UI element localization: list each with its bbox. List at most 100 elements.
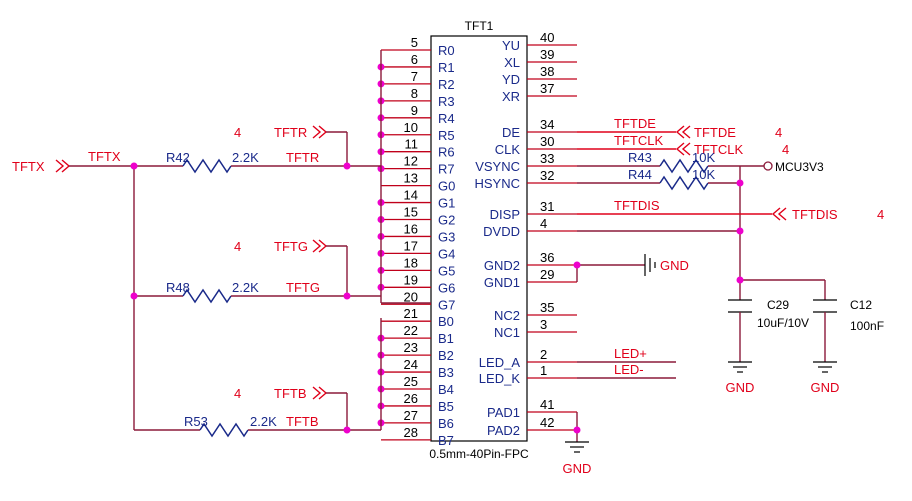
right-pin-number: 4 <box>540 216 547 231</box>
left-pin-number: 6 <box>411 52 418 67</box>
tftdis-chevron-2 <box>777 207 787 221</box>
junction-tftg <box>343 292 351 300</box>
tftr-sheet-ref: 4 <box>234 125 241 140</box>
left-pin-number: 16 <box>404 221 418 236</box>
left-pin-name: G3 <box>438 229 455 244</box>
left-pin-number: 11 <box>405 137 419 152</box>
left-pin-group: 5R06R17R28R39R410R511R612R713G014G115G21… <box>377 35 455 448</box>
left-pin-name: R1 <box>438 60 455 75</box>
right-pin-number: 42 <box>540 415 554 430</box>
tftde-sheet-ref: 4 <box>775 125 782 140</box>
r48-value: 2.2K <box>232 280 259 295</box>
left-pin-number: 15 <box>404 205 418 220</box>
left-pin-name: B7 <box>438 433 454 448</box>
r43-resistor <box>659 158 709 174</box>
tftclk-chevron-1 <box>675 142 685 156</box>
left-pin-name: B1 <box>438 331 454 346</box>
tftb-sheet-ref: 4 <box>234 386 241 401</box>
junction-dvdd <box>736 227 744 235</box>
right-pin-number: 32 <box>540 168 554 183</box>
right-pin-number: 3 <box>540 317 547 332</box>
tftr-chevron-1 <box>312 125 322 139</box>
left-pin-name: R0 <box>438 43 455 58</box>
junction-tftb <box>343 426 351 434</box>
r44-ref: R44 <box>628 167 652 182</box>
right-pin-name: LED_A <box>479 355 521 370</box>
right-pin-number: 33 <box>540 151 554 166</box>
left-pin-number: 10 <box>404 120 418 135</box>
r48-resistor <box>182 288 232 304</box>
tftg-port-label: TFTG <box>274 239 308 254</box>
tftclk-sheet-ref: 4 <box>782 142 789 157</box>
left-pin-name: B2 <box>438 348 454 363</box>
right-pin-name: YU <box>502 38 520 53</box>
junction-tftx <box>130 162 138 170</box>
tftdis-chevron-1 <box>771 207 781 221</box>
right-pin-name: XR <box>502 89 520 104</box>
junction-caps <box>736 276 744 284</box>
left-pin-number: 23 <box>404 340 418 355</box>
tftclk-net: TFTCLK <box>614 133 663 148</box>
c12-ref: C12 <box>850 298 872 312</box>
right-pin-name: GND2 <box>484 258 520 273</box>
left-pin-name: B4 <box>438 382 454 397</box>
right-pin-number: 2 <box>540 347 547 362</box>
mcu3v3-power-icon <box>763 161 773 171</box>
right-pin-name: DVDD <box>483 224 520 239</box>
left-pin-name: G6 <box>438 280 455 295</box>
right-pin-name: DE <box>502 125 520 140</box>
left-pin-number: 24 <box>404 357 418 372</box>
right-pin-number: 41 <box>540 397 554 412</box>
r53-ref: R53 <box>184 414 208 429</box>
tftdis-net: TFTDIS <box>614 198 660 213</box>
led-minus-net: LED- <box>614 362 644 377</box>
r42-ref: R42 <box>166 150 190 165</box>
tftb-chevron-1 <box>312 386 322 400</box>
left-pin-number: 14 <box>404 188 418 203</box>
left-pin-number: 13 <box>404 171 418 186</box>
left-pin-number: 21 <box>404 306 418 321</box>
r48-net: TFTG <box>286 280 320 295</box>
right-pin-name: VSYNC <box>475 159 520 174</box>
junction-r44 <box>736 179 744 187</box>
left-pin-number: 12 <box>404 154 418 169</box>
junction-tftx-g <box>130 292 138 300</box>
right-pin-number: 37 <box>540 81 554 96</box>
left-pin-number: 5 <box>411 35 418 50</box>
left-pin-name: R4 <box>438 111 455 126</box>
right-pin-number: 30 <box>540 134 554 149</box>
left-pin-name: R2 <box>438 77 455 92</box>
right-pin-name: NC1 <box>494 325 520 340</box>
r48-ref: R48 <box>166 280 190 295</box>
left-pin-name: G5 <box>438 263 455 278</box>
left-pin-name: B5 <box>438 399 454 414</box>
tft1-package: 0.5mm-40Pin-FPC <box>429 447 529 461</box>
c29-value: 10uF/10V <box>757 316 809 330</box>
tftde-net: TFTDE <box>614 116 656 131</box>
junction-pad <box>573 426 581 434</box>
left-pin-number: 20 <box>404 289 418 304</box>
left-pin-number: 22 <box>404 323 418 338</box>
junction-gnd2 <box>573 261 581 269</box>
left-pin-name: G2 <box>438 213 455 228</box>
left-pin-name: G0 <box>438 179 455 194</box>
c29-ref: C29 <box>767 298 789 312</box>
left-pin-number: 17 <box>404 238 418 253</box>
left-pin-name: G4 <box>438 246 455 261</box>
right-pin-number: 38 <box>540 64 554 79</box>
right-pin-name: LED_K <box>479 371 521 386</box>
led-plus-net: LED+ <box>614 346 647 361</box>
tft1-body <box>430 35 528 442</box>
gnd-c12-label: GND <box>811 380 840 395</box>
junction-tftr <box>343 162 351 170</box>
left-pin-name: G7 <box>438 297 455 312</box>
left-pin-number: 19 <box>404 272 418 287</box>
left-pin-name: R6 <box>438 145 455 160</box>
tftx-port-label: TFTX <box>12 159 45 174</box>
tftclk-chevron-2 <box>681 142 691 156</box>
right-pin-number: 34 <box>540 117 554 132</box>
mcu3v3-label: MCU3V3 <box>775 160 824 174</box>
right-pin-name: YD <box>502 72 520 87</box>
right-pin-number: 39 <box>540 47 554 62</box>
